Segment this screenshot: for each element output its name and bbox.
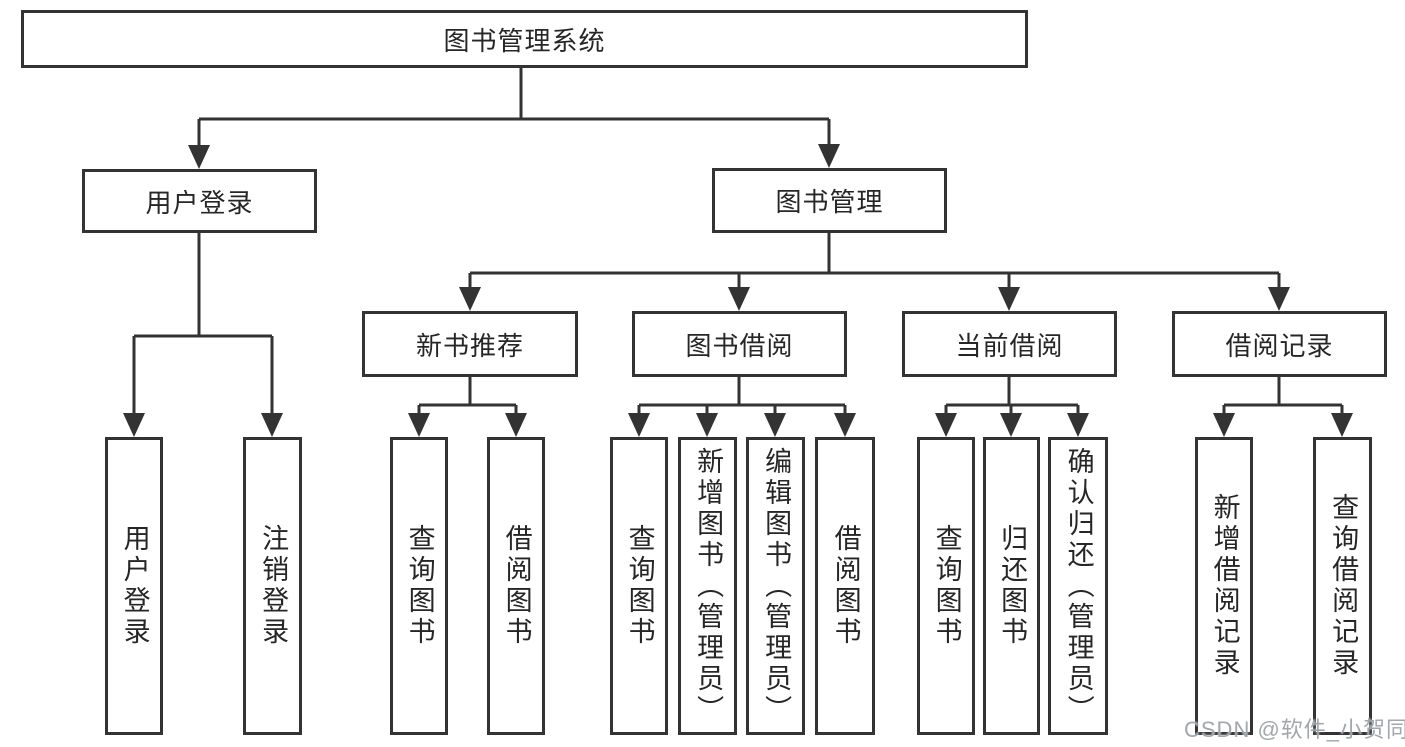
- leaf-query-books-3: 查询图书: [917, 437, 975, 735]
- node-new-book-recommend: 新书推荐: [362, 311, 578, 377]
- arrowhead-down-icon: [459, 287, 481, 311]
- node-book-borrowing: 图书借阅: [632, 311, 847, 377]
- leaf-add-books-admin-label: 新增图书（管理员）: [693, 446, 724, 726]
- leaf-edit-books-admin-label: 编辑图书（管理员）: [761, 446, 792, 726]
- node-user-login-label: 用户登录: [145, 187, 254, 218]
- arrowhead-down-icon: [628, 413, 650, 437]
- leaf-borrow-books-2-label: 借阅图书: [830, 524, 861, 648]
- leaf-borrow-books-1-label: 借阅图书: [501, 524, 532, 648]
- node-root: 图书管理系统: [21, 10, 1028, 68]
- arrowhead-down-icon: [261, 413, 283, 437]
- leaf-confirm-return-admin: 确认归还（管理员）: [1048, 437, 1108, 735]
- node-current-borrowing-label: 当前借阅: [955, 330, 1064, 361]
- arrowhead-down-icon: [188, 145, 210, 169]
- leaf-borrow-books-2: 借阅图书: [815, 437, 875, 735]
- leaf-query-borrow-record-label: 查询借阅记录: [1328, 493, 1359, 679]
- leaf-query-books-2: 查询图书: [610, 437, 668, 735]
- arrowhead-down-icon: [1000, 413, 1022, 437]
- leaf-user-login-label: 用户登录: [119, 524, 150, 648]
- leaf-add-borrow-record: 新增借阅记录: [1195, 437, 1253, 735]
- arrowhead-down-icon: [834, 413, 856, 437]
- node-borrowing-records: 借阅记录: [1172, 311, 1387, 377]
- arrowhead-down-icon: [1067, 413, 1089, 437]
- leaf-edit-books-admin: 编辑图书（管理员）: [746, 437, 805, 735]
- leaf-add-books-admin: 新增图书（管理员）: [678, 437, 737, 735]
- leaf-borrow-books-1: 借阅图书: [487, 437, 545, 735]
- leaf-query-books-2-label: 查询图书: [624, 524, 655, 648]
- arrowhead-down-icon: [818, 144, 840, 168]
- leaf-logout-label: 注销登录: [258, 524, 289, 648]
- arrowhead-down-icon: [696, 413, 718, 437]
- node-borrowing-records-label: 借阅记录: [1225, 330, 1334, 361]
- arrowhead-down-icon: [1268, 287, 1290, 311]
- leaf-query-borrow-record: 查询借阅记录: [1313, 437, 1372, 735]
- arrowhead-down-icon: [728, 287, 750, 311]
- node-new-book-recommend-label: 新书推荐: [415, 330, 524, 361]
- leaf-confirm-return-admin-label: 确认归还（管理员）: [1063, 446, 1094, 726]
- leaf-return-books-label: 归还图书: [997, 524, 1028, 648]
- node-book-management-label: 图书管理: [775, 187, 884, 217]
- arrowhead-down-icon: [505, 413, 527, 437]
- arrowhead-down-icon: [1331, 413, 1353, 437]
- node-book-borrowing-label: 图书借阅: [685, 330, 794, 361]
- node-book-management: 图书管理: [712, 168, 947, 233]
- node-current-borrowing: 当前借阅: [902, 311, 1117, 377]
- csdn-watermark: CSDN @软件_小贺同学: [1184, 717, 1405, 742]
- node-user-login: 用户登录: [82, 169, 317, 233]
- leaf-user-login: 用户登录: [105, 437, 163, 735]
- leaf-return-books: 归还图书: [983, 437, 1040, 735]
- leaf-logout: 注销登录: [243, 437, 302, 735]
- arrowhead-down-icon: [764, 413, 786, 437]
- arrowhead-down-icon: [123, 413, 145, 437]
- node-root-label: 图书管理系统: [443, 25, 606, 56]
- arrowhead-down-icon: [1213, 413, 1235, 437]
- leaf-query-books-1: 查询图书: [390, 437, 448, 735]
- arrowhead-down-icon: [408, 413, 430, 437]
- leaf-add-borrow-record-label: 新增借阅记录: [1209, 493, 1240, 679]
- leaf-query-books-3-label: 查询图书: [931, 524, 962, 648]
- arrowhead-down-icon: [998, 287, 1020, 311]
- leaf-query-books-1-label: 查询图书: [404, 524, 435, 648]
- arrowhead-down-icon: [935, 413, 957, 437]
